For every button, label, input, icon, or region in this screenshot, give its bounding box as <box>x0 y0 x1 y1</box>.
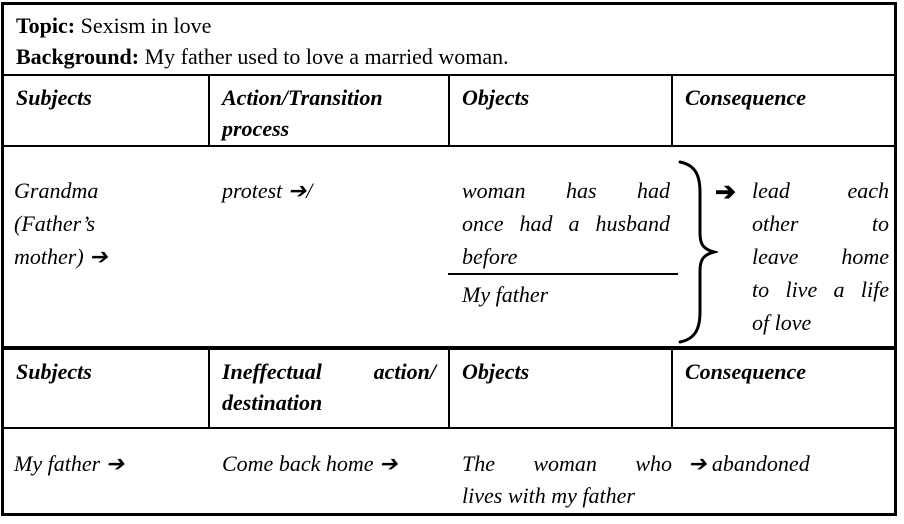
row1-consequence-line1: lead each <box>752 174 889 207</box>
header-row-1: Subjects Action/Transition process Objec… <box>4 76 894 147</box>
row1-subject-line3: mother) ➔ <box>14 244 108 269</box>
word: other <box>752 211 799 236</box>
word: Ineffectual <box>222 359 322 384</box>
header2-action-line1: Ineffectual action/ <box>222 356 436 387</box>
header1-action-line2: process <box>222 116 290 141</box>
row1-subject-line2: (Father’s <box>14 211 96 236</box>
header1-consequence: Consequence <box>685 85 806 110</box>
row1-consequence-line2: other to <box>752 207 889 240</box>
header1-action-transition: Action/Transition process <box>210 76 450 145</box>
row2-subject-cell: My father ➔ <box>14 451 125 476</box>
word: had <box>519 211 553 236</box>
background-line: Background: My father used to love a mar… <box>16 41 882 72</box>
header1-objects: Objects <box>450 76 673 145</box>
word: a <box>833 277 845 302</box>
row1-consequence-line5: of love <box>752 310 812 335</box>
word: live <box>785 277 818 302</box>
header2-ineffectual-action: Ineffectual action/ destination <box>210 350 450 427</box>
word: The <box>462 451 495 476</box>
consequence-arrow-icon: ➔ <box>715 179 736 206</box>
objects-divider-rule <box>448 273 678 275</box>
word: each <box>847 178 889 203</box>
word: once <box>462 211 504 236</box>
data-row-2: My father ➔ Come back home ➔ The woman who… <box>4 429 894 513</box>
word: leave <box>752 244 799 269</box>
row2-objects-line1: The woman who <box>462 448 672 480</box>
data-row-1: Grandma (Father’s mother) ➔ protest ➔/ w… <box>4 147 894 350</box>
curly-brace <box>678 160 718 344</box>
header1-action-line1: Action/Transition <box>222 85 383 110</box>
row1-subject-cell: Grandma (Father’s mother) ➔ <box>14 174 209 273</box>
word: woman <box>462 178 526 203</box>
row1-action-cell: protest ➔/ <box>222 178 313 203</box>
word: woman <box>533 451 597 476</box>
header2-action-line2: destination <box>222 390 323 415</box>
word: has <box>566 178 597 203</box>
background-label: Background: <box>16 44 140 69</box>
row2-action-cell: Come back home ➔ <box>222 451 398 476</box>
topic-background-section: Topic: Sexism in love Background: My fat… <box>4 5 894 76</box>
row2-objects-line2: lives with my father <box>462 483 635 508</box>
word: had <box>637 178 670 203</box>
row2-consequence-cell: ➔ abandoned <box>688 451 810 476</box>
header1-subjects: Subjects <box>4 76 210 145</box>
word: action/ <box>373 359 436 384</box>
row1-objects-below-rule: My father <box>462 282 549 307</box>
word: to <box>871 211 889 236</box>
row1-consequence-line3: leave home <box>752 240 889 273</box>
row1-objects-line1: woman has had <box>462 174 670 207</box>
word: home <box>841 244 889 269</box>
word: lead <box>752 178 790 203</box>
word: to <box>752 277 770 302</box>
analysis-table: Topic: Sexism in love Background: My fat… <box>1 2 897 516</box>
background-text: My father used to love a married woman. <box>139 44 509 69</box>
word: husband <box>595 211 670 236</box>
row1-subject-line1: Grandma <box>14 178 99 203</box>
header2-consequence: Consequence <box>685 359 806 384</box>
row1-objects-line3: before <box>462 244 518 269</box>
word: life <box>860 277 889 302</box>
header2-subjects: Subjects <box>4 350 210 427</box>
topic-line: Topic: Sexism in love <box>16 10 882 41</box>
word: who <box>635 451 672 476</box>
topic-text: Sexism in love <box>75 13 212 38</box>
topic-label: Topic: <box>16 13 76 38</box>
header2-objects: Objects <box>450 350 673 427</box>
word: a <box>568 211 580 236</box>
row2-objects-cell: The woman who lives with my father <box>462 448 672 512</box>
